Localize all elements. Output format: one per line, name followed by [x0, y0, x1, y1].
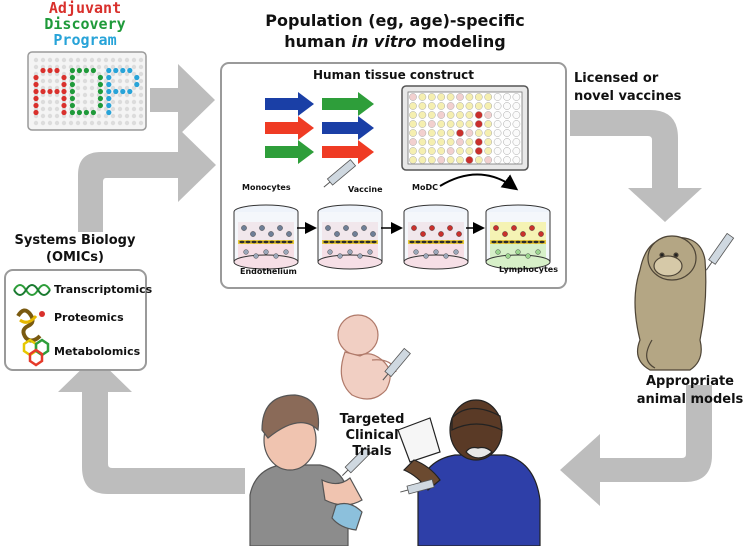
dna-icon: [13, 284, 51, 296]
arrow-trials-to-systems: [58, 356, 245, 494]
monkey-illustration: [634, 235, 707, 371]
vaccines-label: Licensed or novel vaccines: [574, 71, 682, 104]
woman-illustration: [249, 394, 363, 546]
label-modc: MoDC: [412, 183, 438, 192]
arrow-animal-to-trials: [560, 385, 712, 506]
arrow-construct-to-animal: [570, 110, 702, 222]
adp-line-discovery: Discovery: [44, 15, 126, 33]
woman-syringe-icon: [341, 446, 372, 477]
title-line1: Population (eg, age)-specific: [265, 11, 525, 30]
baby-illustration: [337, 314, 397, 400]
omics-proteomics: Proteomics: [54, 311, 124, 324]
adp-plate: [27, 51, 147, 131]
adp-letters: [33, 57, 144, 126]
arrow-adp-to-construct: [150, 64, 215, 136]
hexagon-icon: [22, 338, 50, 367]
label-endothelium: Endothelium: [240, 267, 297, 276]
title-line2: human in vitro modeling: [284, 32, 506, 51]
baby-syringe-icon: [382, 347, 411, 381]
colored-arrows: [265, 92, 374, 164]
page-title: Population (eg, age)-specific human in v…: [230, 10, 560, 52]
label-lymphocytes: Lymphocytes: [499, 265, 558, 274]
adp-line-program: Program: [53, 31, 117, 49]
man-syringe-icon: [400, 478, 435, 495]
trials-label: Targeted Clinical Trials: [339, 412, 405, 459]
transwells: [233, 159, 551, 270]
monkey-syringe-icon: [705, 232, 735, 271]
omics-transcriptomics: Transcriptomics: [54, 283, 153, 296]
omics-box: [4, 269, 147, 371]
label-vaccine: Vaccine: [348, 185, 383, 194]
well-plate: [401, 85, 529, 171]
label-monocytes: Monocytes: [242, 183, 291, 192]
title-italic: in vitro: [351, 32, 417, 51]
systems-label: Systems Biology (OMICs): [14, 233, 136, 265]
omics-metabolomics: Metabolomics: [54, 345, 141, 358]
cycle-arrows: [58, 64, 712, 506]
animal-label: Appropriate animal models: [636, 374, 744, 407]
man-illustration: [397, 399, 541, 546]
arrow-systems-to-construct: [78, 128, 216, 232]
construct-title: Human tissue construct: [313, 68, 474, 82]
adp-line-adjuvant: Adjuvant: [48, 0, 122, 17]
